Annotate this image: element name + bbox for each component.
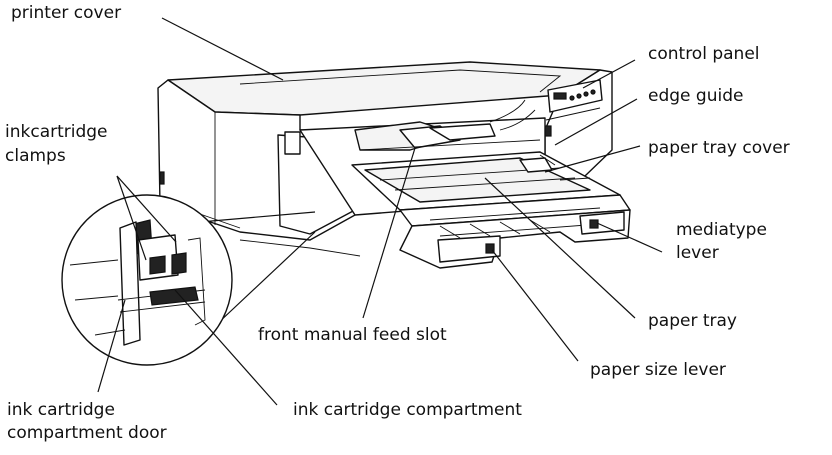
label-ink-cartridge-clamps-line1: inkcartridge xyxy=(5,122,108,142)
label-paper-tray-cover: paper tray cover xyxy=(648,138,790,158)
magnified-inset xyxy=(61,194,316,366)
label-control-panel: control panel xyxy=(648,44,760,64)
label-media-type-lever-line2: lever xyxy=(676,243,719,263)
control-panel xyxy=(547,79,603,113)
label-ink-cartridge-compartment-door-line2: compartment door xyxy=(7,423,167,443)
label-ink-cartridge-compartment-door-line1: ink cartridge xyxy=(7,400,115,420)
label-ink-cartridge-clamps-line2: clamps xyxy=(5,146,66,166)
label-front-manual-feed-slot: front manual feed slot xyxy=(258,325,447,345)
leader-lines xyxy=(97,17,663,406)
printer-cover xyxy=(167,61,601,116)
label-printer-cover: printer cover xyxy=(11,3,122,23)
label-paper-size-lever: paper size lever xyxy=(590,360,726,380)
paper-size-lever xyxy=(437,235,501,263)
paper-tray-group xyxy=(351,151,631,269)
media-type-lever xyxy=(579,211,625,235)
label-paper-tray: paper tray xyxy=(648,311,737,331)
label-media-type-lever-line1: mediatype xyxy=(676,220,767,240)
label-ink-cartridge-compartment: ink cartridge compartment xyxy=(293,400,522,420)
label-edge-guide: edge guide xyxy=(648,86,744,106)
